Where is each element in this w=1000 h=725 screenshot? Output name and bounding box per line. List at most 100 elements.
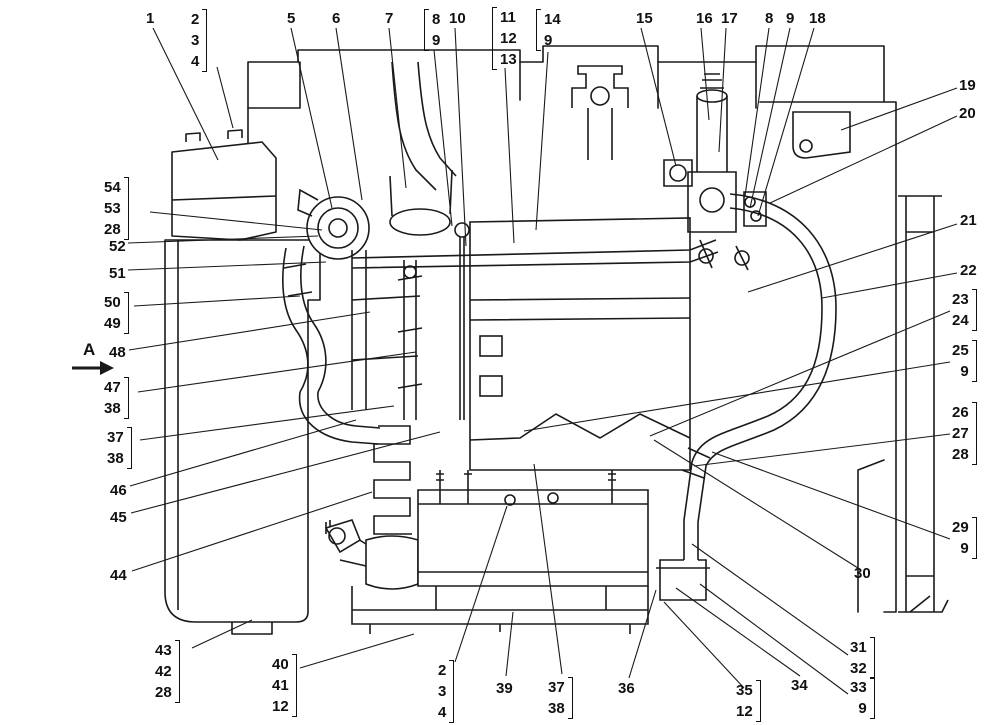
callout-bracket: [869, 677, 875, 719]
callout-47: 47: [104, 379, 121, 396]
callout-13: 13: [500, 51, 517, 68]
callout-4: 4: [191, 53, 200, 70]
callout-1: 1: [146, 10, 155, 27]
callout-23: 23: [952, 291, 969, 308]
callout-28: 28: [952, 446, 969, 463]
view-arrow: [72, 361, 114, 375]
frame-channel: [898, 195, 949, 613]
callout-bracket: [174, 640, 180, 703]
callout-bracket: [567, 677, 573, 719]
turbocharger: [297, 188, 370, 260]
callout-group-26-27-28: 26 27 28: [952, 402, 977, 465]
left-panel: [164, 239, 321, 635]
callout-bracket: [449, 660, 455, 723]
callout-9-top-right: 9: [786, 10, 795, 27]
engine-block-outline: [247, 45, 897, 613]
callout-3b: 3: [438, 683, 447, 700]
callout-38b: 38: [104, 400, 121, 417]
callout-group-31-32: 31 32: [850, 637, 875, 679]
callout-bracket: [536, 9, 541, 51]
callout-bracket: [424, 9, 429, 51]
callout-5: 5: [287, 10, 296, 27]
filler-neck: [687, 73, 737, 233]
callout-43: 43: [155, 642, 172, 659]
callout-38c: 38: [107, 450, 124, 467]
callout-bracket: [971, 402, 977, 465]
callout-31: 31: [850, 639, 867, 656]
callout-9e: 9: [858, 700, 867, 717]
callout-20: 20: [959, 105, 976, 122]
callout-group-14-9: 14 9: [536, 9, 561, 51]
callout-37: 37: [107, 429, 124, 446]
left-hoses: [282, 245, 423, 445]
callout-group-23-24: 23 24: [952, 289, 977, 331]
callout-27: 27: [952, 425, 969, 442]
callout-22: 22: [960, 262, 977, 279]
callout-group-37-38-left: 37 38: [107, 427, 132, 469]
callout-2: 2: [191, 11, 200, 28]
callout-group-11-12-13: 11 12 13: [492, 7, 517, 70]
callout-8: 8: [432, 11, 441, 28]
callout-48: 48: [109, 344, 126, 361]
callout-53: 53: [104, 200, 121, 217]
callout-6: 6: [332, 10, 341, 27]
callout-41: 41: [272, 677, 289, 694]
callout-26: 26: [952, 404, 969, 421]
callout-bracket: [492, 7, 497, 70]
callout-50: 50: [104, 294, 121, 311]
callout-bracket: [291, 654, 297, 717]
callout-24: 24: [952, 312, 969, 329]
callout-35: 35: [736, 682, 753, 699]
callout-8-top-right: 8: [765, 10, 774, 27]
callout-bracket: [971, 340, 977, 382]
callout-group-50-49: 50 49: [104, 292, 129, 334]
callout-group-37-38-bottom: 37 38: [548, 677, 573, 719]
callout-15: 15: [636, 10, 653, 27]
callout-32: 32: [850, 660, 867, 677]
callout-37b: 37: [548, 679, 565, 696]
intake-hose-corrugated: [324, 425, 419, 590]
callout-bracket: [123, 292, 129, 334]
callout-bracket: [971, 289, 977, 331]
callout-16: 16: [696, 10, 713, 27]
callout-19: 19: [959, 77, 976, 94]
callout-28c: 28: [155, 684, 172, 701]
callout-group-40-41-12: 40 41 12: [272, 654, 297, 717]
radiator-hose: [656, 193, 837, 601]
callout-7: 7: [385, 10, 394, 27]
callout-44: 44: [110, 567, 127, 584]
callout-28b: 28: [104, 221, 121, 238]
callout-bracket: [971, 517, 977, 559]
callout-bracket: [123, 177, 129, 240]
callout-51: 51: [109, 265, 126, 282]
callout-bracket: [202, 9, 208, 72]
leader-lines: [127, 27, 958, 695]
thermostat-housing: [571, 65, 629, 160]
callout-29: 29: [952, 519, 969, 536]
callout-group-33-9: 33 9: [850, 677, 875, 719]
callout-54: 54: [104, 179, 121, 196]
callout-group-35-12: 35 12: [736, 680, 761, 722]
callout-12b: 12: [736, 703, 753, 720]
callout-group-43-42-28: 43 42 28: [155, 640, 180, 703]
callout-bracket: [123, 377, 129, 419]
callout-bracket: [755, 680, 761, 722]
callout-42: 42: [155, 663, 172, 680]
callout-34: 34: [791, 677, 808, 694]
callout-9d: 9: [960, 540, 969, 557]
callout-30: 30: [854, 565, 871, 582]
callout-36: 36: [618, 680, 635, 697]
callout-45: 45: [110, 509, 127, 526]
callout-9c: 9: [960, 363, 969, 380]
callout-group-8-9: 8 9: [424, 9, 440, 51]
callout-39: 39: [496, 680, 513, 697]
callout-40: 40: [272, 656, 289, 673]
callout-bracket: [869, 637, 875, 679]
callout-10: 10: [449, 10, 466, 27]
callout-bracket: [126, 427, 132, 469]
callout-group-54-53-28: 54 53 28: [104, 177, 129, 240]
callout-group-2-3-4-bottom: 2 3 4: [438, 660, 455, 723]
callout-49: 49: [104, 315, 121, 332]
